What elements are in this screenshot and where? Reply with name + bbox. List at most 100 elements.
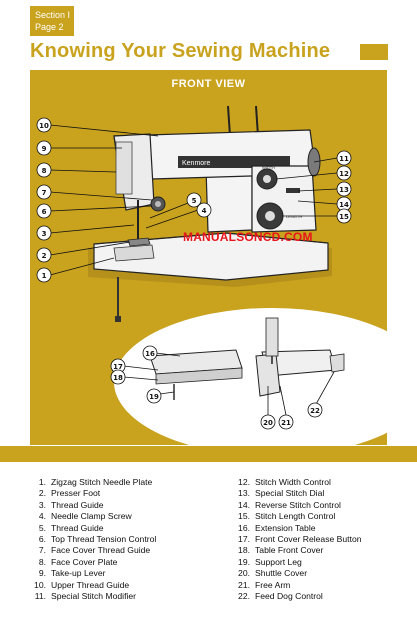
callout-20: 20 [260, 414, 276, 430]
part-name: Reverse Stitch Control [255, 499, 341, 510]
section-tab: Section I Page 2 [30, 6, 74, 36]
part-list-item: 10. Upper Thread Guide [28, 580, 156, 591]
part-number: 2. [38, 488, 46, 499]
callout-19: 19 [146, 388, 162, 404]
svg-text:15: 15 [339, 213, 349, 221]
title-row: Knowing Your Sewing Machine [30, 40, 388, 64]
part-name: Special Stitch Modifier [51, 591, 137, 602]
part-number: 17. [238, 534, 250, 545]
part-number: 12. [238, 477, 250, 487]
part-list-item: 4. Needle Clamp Screw [28, 511, 156, 522]
front-view-panel: FRONT VIEW [30, 70, 387, 445]
callout-9: 9 [36, 140, 52, 156]
callout-14: 14 [336, 196, 352, 212]
parts-list-right: 12. Stitch Width Control 13. Special Stitch… [232, 477, 362, 602]
part-number: 19. [238, 556, 250, 567]
svg-text:6: 6 [42, 208, 47, 216]
part-number: 9. [38, 568, 46, 579]
part-number: 16. [238, 522, 250, 533]
part-list-item: 2. Presser Foot [28, 488, 156, 499]
svg-text:2: 2 [42, 252, 47, 260]
part-number: 11. [34, 591, 46, 602]
svg-text:3: 3 [42, 230, 47, 238]
callout-3: 3 [36, 225, 52, 241]
brand-name: Kenmore [182, 160, 211, 167]
part-list-item: 20. Shuttle Cover [232, 568, 362, 579]
bottom-band [0, 446, 417, 462]
sewing-machine-illustration: Kenmore ZIGZAG STITCH WIDTH LENGTH [36, 105, 387, 445]
part-name: Special Stitch Dial [255, 488, 325, 499]
svg-text:7: 7 [42, 189, 47, 197]
callout-7: 7 [36, 184, 52, 200]
page-title: Knowing Your Sewing Machine [30, 40, 331, 62]
label-zigzag: ZIGZAG [262, 155, 277, 160]
callout-2: 2 [36, 247, 52, 263]
svg-text:22: 22 [310, 407, 320, 415]
svg-text:9: 9 [42, 145, 47, 153]
part-list-item: 6. Top Thread Tension Control [28, 534, 156, 545]
callout-1: 1 [36, 267, 52, 283]
part-number: 10. [34, 579, 46, 590]
part-name: Top Thread Tension Control [51, 534, 157, 545]
callout-12: 12 [336, 165, 352, 181]
part-list-item: 3. Thread Guide [28, 500, 156, 511]
part-name: Needle Clamp Screw [51, 511, 132, 522]
section-label: Section I [35, 10, 71, 20]
part-number: 3. [38, 499, 46, 510]
svg-text:4: 4 [202, 207, 207, 215]
svg-text:12: 12 [339, 170, 349, 178]
part-list-item: 18.Table Front Cover [232, 545, 362, 556]
svg-text:5: 5 [192, 197, 197, 205]
part-name: Take-up Lever [51, 568, 106, 579]
part-number: 22. [238, 591, 250, 602]
part-name: Shuttle Cover [255, 568, 308, 579]
part-name: Face Cover Plate [51, 556, 118, 567]
part-name: Support Leg [255, 556, 302, 567]
part-number: 15. [238, 511, 250, 522]
callout-10: 10 [36, 117, 52, 133]
part-name: Presser Foot [51, 488, 101, 499]
part-name: Upper Thread Guide [51, 579, 130, 590]
part-list-item: 14.Reverse Stitch Control [232, 500, 362, 511]
svg-text:19: 19 [149, 393, 159, 401]
part-list-item: 12. Stitch Width Control [232, 477, 362, 488]
svg-text:16: 16 [145, 350, 155, 358]
part-list-item: 7. Face Cover Thread Guide [28, 545, 156, 556]
part-list-item: 17. Front Cover Release Button [232, 534, 362, 545]
page-label: Page 2 [35, 22, 64, 32]
part-name: Extension Table [255, 522, 316, 533]
part-number: 4. [38, 511, 46, 522]
part-number: 20. [238, 568, 250, 579]
label-length: LENGTH [286, 214, 302, 219]
part-name: Front Cover Release Button [255, 534, 362, 545]
callout-16: 16 [142, 345, 158, 361]
svg-text:20: 20 [263, 419, 273, 427]
part-list-item: 1.Zigzag Stitch Needle Plate [28, 477, 156, 488]
svg-text:1: 1 [42, 272, 47, 280]
callout-4: 4 [196, 202, 212, 218]
svg-text:21: 21 [281, 419, 291, 427]
part-number: 6. [38, 534, 46, 545]
part-number: 7. [38, 545, 46, 556]
part-list-item: 9. Take-up Lever [28, 568, 156, 579]
front-view-label: FRONT VIEW [171, 78, 246, 90]
part-name: Stitch Length Control [255, 511, 336, 522]
title-accent-bar [360, 44, 388, 60]
svg-text:13: 13 [339, 186, 349, 194]
part-number: 13. [238, 488, 250, 499]
part-name: Thread Guide [51, 499, 104, 510]
part-list-item: 21.Free Arm [232, 580, 362, 591]
part-list-item: 22.Feed Dog Control [232, 591, 362, 602]
part-name: Face Cover Thread Guide [51, 545, 151, 556]
part-number: 5. [38, 522, 46, 533]
part-name: Stitch Width Control [255, 477, 331, 487]
callout-22: 22 [307, 402, 323, 418]
part-name: Free Arm [255, 579, 291, 590]
callout-13: 13 [336, 181, 352, 197]
svg-text:10: 10 [39, 122, 49, 130]
part-name: Zigzag Stitch Needle Plate [51, 477, 153, 487]
part-list-item: 13. Special Stitch Dial [232, 488, 362, 499]
part-name: Thread Guide [51, 522, 104, 533]
part-list-item: 16. Extension Table [232, 523, 362, 534]
callout-21: 21 [278, 414, 294, 430]
